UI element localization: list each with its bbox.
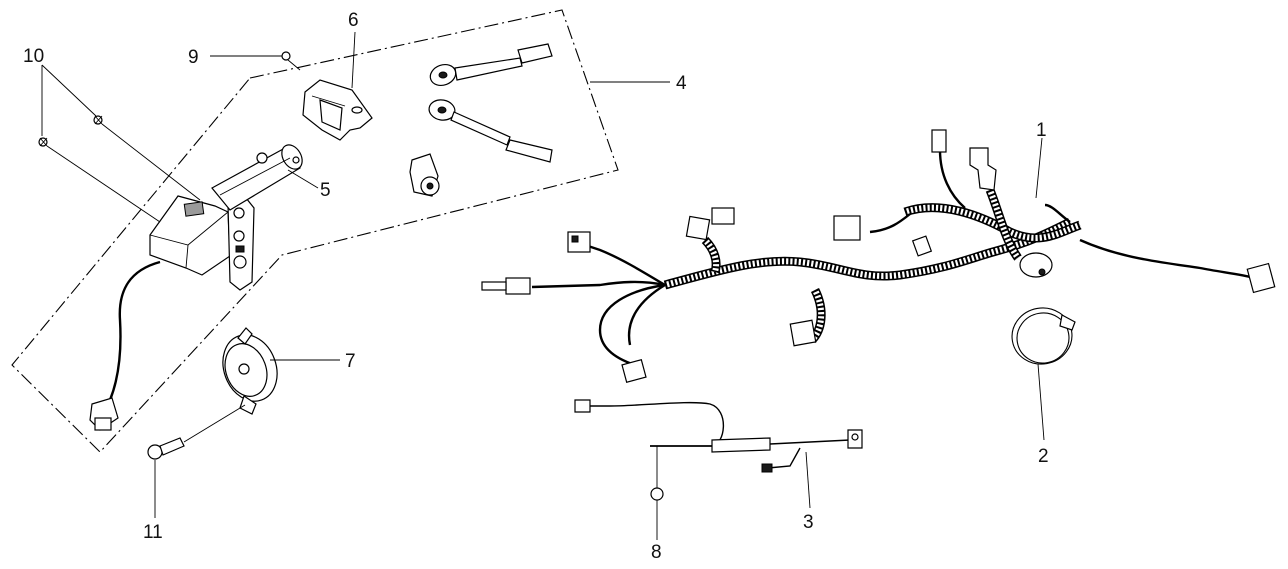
callout-5: 5 (320, 180, 331, 201)
horn (222, 327, 278, 415)
callout-4: 4 (676, 73, 687, 94)
callout-2: 2 (1038, 446, 1049, 467)
main-wire-harness (481, 129, 1276, 384)
seat-lock (302, 79, 373, 141)
callout-7: 7 (345, 351, 356, 372)
callout-11: 11 (143, 522, 163, 543)
callout-3: 3 (803, 512, 814, 533)
callout-1: 1 (1036, 120, 1047, 141)
kit-boundary-outline (11, 9, 619, 453)
screw-9 (281, 51, 301, 71)
callout-8: 8 (651, 542, 662, 563)
leader-lines (41, 31, 1045, 540)
callout-10: 10 (23, 46, 44, 67)
callout-9: 9 (188, 47, 199, 68)
callout-6: 6 (348, 10, 359, 31)
key-set (409, 43, 553, 197)
band-clamp (1011, 307, 1076, 365)
nut-8 (650, 446, 664, 501)
ignition-switch-assembly (89, 144, 303, 431)
sub-wire-harness (574, 399, 863, 473)
bolt-11 (147, 404, 246, 460)
screws-10 (38, 115, 201, 223)
